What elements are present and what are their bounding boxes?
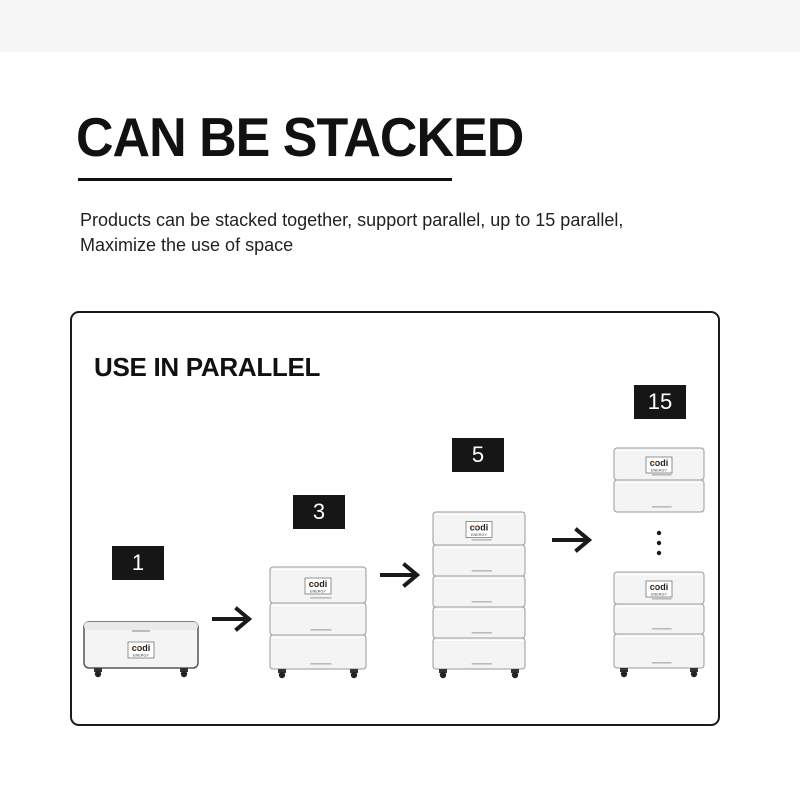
svg-text:codi: codi bbox=[650, 458, 669, 468]
svg-text:ENERGY: ENERGY bbox=[133, 654, 150, 658]
description: Products can be stacked together, suppor… bbox=[80, 208, 623, 258]
battery-module bbox=[432, 606, 526, 639]
top-band bbox=[0, 0, 800, 52]
svg-text:codi: codi bbox=[650, 582, 669, 592]
svg-text:ENERGY: ENERGY bbox=[471, 533, 488, 537]
battery-module bbox=[269, 602, 367, 636]
wheel bbox=[439, 669, 447, 679]
battery-module bbox=[432, 575, 526, 608]
badge-count-15: 15 bbox=[634, 385, 686, 419]
badge-count-3: 3 bbox=[293, 495, 345, 529]
arrow-right-icon bbox=[380, 562, 421, 588]
svg-text:codi: codi bbox=[132, 643, 151, 653]
battery-module bbox=[613, 479, 705, 513]
badge-count-5: 5 bbox=[452, 438, 504, 472]
wheel bbox=[620, 668, 628, 678]
battery-base bbox=[613, 633, 705, 669]
arrow-right-icon bbox=[552, 527, 593, 553]
title-underline bbox=[78, 178, 452, 181]
wheel bbox=[94, 668, 102, 678]
battery-module bbox=[613, 603, 705, 635]
description-line-1: Products can be stacked together, suppor… bbox=[80, 210, 624, 230]
arrow-right-icon bbox=[212, 606, 253, 632]
svg-text:ENERGY: ENERGY bbox=[310, 590, 327, 594]
svg-text:ENERGY: ENERGY bbox=[651, 469, 668, 473]
description-line-2: Maximize the use of space bbox=[80, 235, 294, 255]
svg-text:codi: codi bbox=[470, 523, 489, 533]
page-title: CAN BE STACKED bbox=[76, 107, 524, 169]
base-unit-top bbox=[84, 622, 198, 630]
svg-text:ENERGY: ENERGY bbox=[651, 593, 668, 597]
wheel bbox=[350, 669, 358, 679]
base-unit-vent bbox=[132, 630, 150, 632]
wheel bbox=[511, 669, 519, 679]
battery-base bbox=[432, 637, 526, 670]
svg-text:codi: codi bbox=[309, 579, 328, 589]
wheel bbox=[180, 668, 188, 678]
wheel bbox=[690, 668, 698, 678]
battery-module bbox=[432, 544, 526, 577]
battery-base bbox=[269, 634, 367, 670]
panel-title: USE IN PARALLEL bbox=[94, 352, 321, 382]
badge-count-1: 1 bbox=[112, 546, 164, 580]
wheel bbox=[278, 669, 286, 679]
parallel-panel bbox=[70, 311, 720, 726]
vertical-ellipsis-icon bbox=[656, 530, 662, 556]
